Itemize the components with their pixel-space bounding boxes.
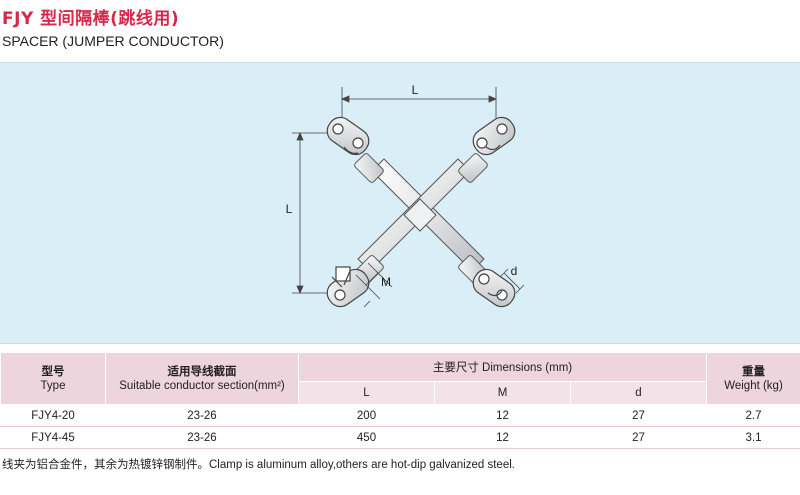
cell-type: FJY4-45 [0,426,106,449]
material-footnote: 线夹为铝合金件，其余为热镀锌钢制件。Clamp is aluminum allo… [2,459,515,471]
cell-m: 12 [434,426,571,449]
cell-d: 27 [570,404,707,427]
dimension-top-l-label: L [412,83,419,97]
clamp-bottom-left [326,266,370,308]
dimension-d [499,268,525,294]
header-dimensions-group: 主要尺寸 Dimensions (mm) [298,352,707,382]
cell-section: 23-26 [105,404,299,427]
cell-section: 23-26 [105,426,299,449]
product-drawing-panel: L L [0,62,800,344]
cell-d: 27 [570,426,707,449]
page-title: FJY 型间隔棒(跳线用) [2,9,180,29]
dimension-top-l [340,87,498,118]
spacer-drawing: L L [286,83,525,308]
header-type: 型号 Type [0,352,106,405]
cell-l: 450 [298,426,435,449]
table-header-row: 型号 Type 适用导线截面 Suitable conductor sectio… [0,352,800,405]
spacer-cross-body [354,153,488,285]
clamp-top-right [472,116,516,156]
table-row: FJY4-45 23-26 450 12 27 3.1 [0,426,800,449]
dimension-left-l [292,131,330,295]
table-subheader-row: L M d [1,381,800,405]
header-weight: 重量 Weight (kg) [706,352,800,405]
clamp-bottom-right [472,268,516,308]
header-dim-m: M [434,381,571,405]
header-dim-l: L [298,381,435,405]
cell-l: 200 [298,404,435,427]
cell-type: FJY4-20 [0,404,106,427]
dimension-left-l-label: L [286,202,293,216]
dimension-m [355,262,393,308]
table-row: FJY4-20 23-26 200 12 27 2.7 [0,404,800,427]
clamp-top-left [326,116,370,156]
spec-table: 型号 Type 适用导线截面 Suitable conductor sectio… [0,352,800,449]
cell-m: 12 [434,404,571,427]
dimension-d-label: d [511,264,518,278]
dimension-m-label: M [381,275,391,289]
page-subtitle: SPACER (JUMPER CONDUCTOR) [2,33,224,49]
cell-weight: 2.7 [706,404,800,427]
header-dim-d: d [570,381,707,405]
cell-weight: 3.1 [706,426,800,449]
header-conductor-section: 适用导线截面 Suitable conductor section(mm²) [105,352,299,405]
